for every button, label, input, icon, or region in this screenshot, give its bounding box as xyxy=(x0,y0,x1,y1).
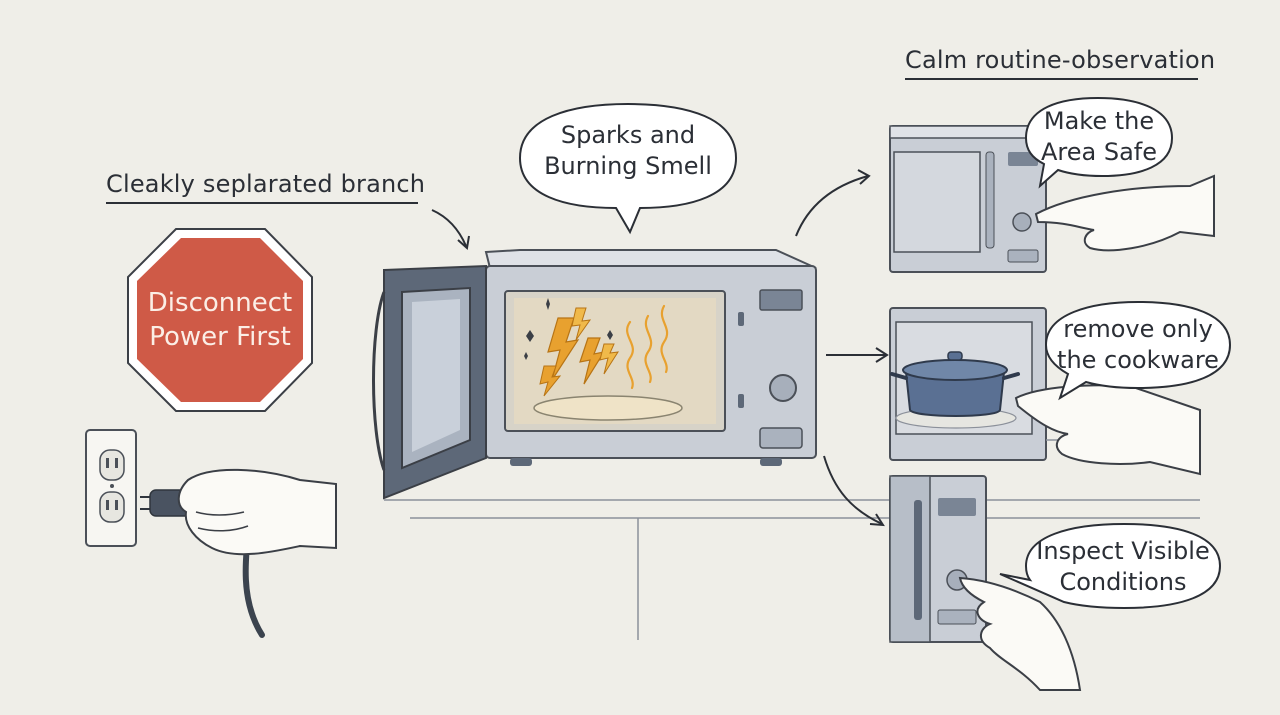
stop-sign-line-1: Disconnect xyxy=(147,288,293,318)
step-1-line-2: Area Safe xyxy=(1040,138,1157,166)
center-bubble-line-2: Burning Smell xyxy=(544,152,712,180)
heading-right: Calm routine-observation xyxy=(905,46,1216,74)
step-1-bubble xyxy=(1024,96,1174,189)
step-2-hand xyxy=(1014,384,1201,476)
step-2-line-2: the cookware xyxy=(1057,346,1219,374)
step-3-hand xyxy=(958,576,1082,691)
step-3-text: Inspect Visible Conditions xyxy=(1026,536,1220,598)
step-1-text: Make the Area Safe xyxy=(1026,106,1172,168)
step-3-microwave xyxy=(889,475,987,643)
stop-sign-line-2: Power First xyxy=(149,322,291,352)
arrow-to-step-1 xyxy=(795,169,871,237)
smoke-icon xyxy=(626,304,669,390)
sparks-icon xyxy=(524,298,619,397)
stop-sign-text: Disconnect Power First xyxy=(128,286,312,354)
step-3-line-1: Inspect Visible xyxy=(1036,537,1210,565)
wall-outlet xyxy=(85,429,137,547)
arrow-to-step-2 xyxy=(826,347,889,363)
unplugging-hand xyxy=(140,468,337,638)
step-3-line-2: Conditions xyxy=(1059,568,1187,596)
step-2-bubble xyxy=(1044,300,1232,401)
step-1-line-1: Make the xyxy=(1043,107,1155,135)
step-3-bubble xyxy=(999,522,1222,610)
arrow-to-step-3 xyxy=(823,455,885,527)
heading-left: Cleakly seplarated branch xyxy=(106,170,426,198)
step-2-text: remove only the cookware xyxy=(1046,314,1230,376)
step-1-microwave xyxy=(889,125,1215,273)
cookware-pot-icon xyxy=(890,351,1020,417)
counter-lines xyxy=(384,499,1200,640)
main-microwave xyxy=(372,249,817,500)
center-bubble-text: Sparks and Burning Smell xyxy=(520,120,736,182)
center-bubble-line-1: Sparks and xyxy=(560,121,696,149)
arrow-left-to-microwave xyxy=(431,209,470,250)
stop-sign xyxy=(127,228,313,412)
step-2-line-1: remove only xyxy=(1063,315,1213,343)
center-speech-bubble xyxy=(518,102,738,235)
